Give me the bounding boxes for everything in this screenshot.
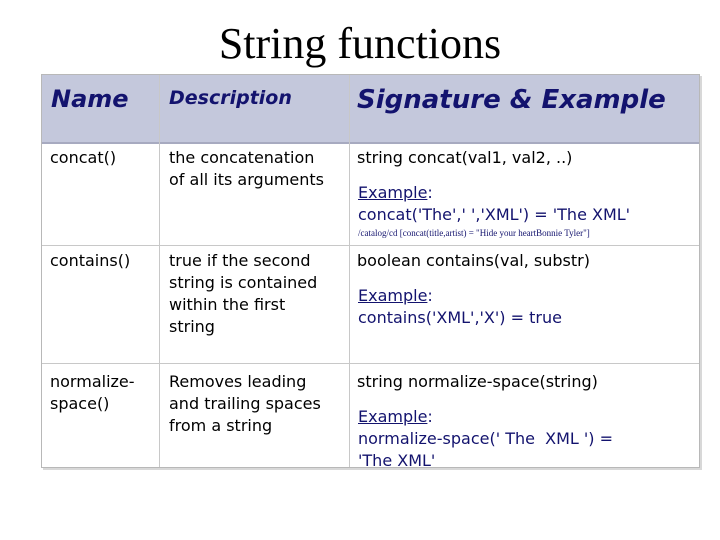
example-code: concat('The',' ','XML') = 'The XML': [358, 205, 631, 224]
row-concat-name: concat(): [50, 148, 117, 167]
example-label: Example: [358, 407, 428, 426]
description-line: the concatenation: [169, 148, 315, 167]
row-normalize-space-name: normalize- space(): [50, 371, 135, 415]
description-line: true if the second: [169, 251, 311, 270]
header-description: Description: [169, 87, 292, 109]
column-divider: [349, 75, 350, 467]
string-functions-table: Name Description Signature & Example con…: [41, 74, 700, 470]
example-code: normalize-space(' The XML ') =: [358, 429, 614, 448]
row-concat-signature: string concat(val1, val2, ..): [357, 148, 573, 167]
column-divider: [159, 75, 160, 467]
row-normalize-space-example: Example: normalize-space(' The XML ') = …: [358, 406, 613, 472]
row-concat-example: Example: concat('The',' ','XML') = 'The …: [358, 182, 630, 226]
row-divider: [42, 245, 699, 246]
row-normalize-space-description: Removes leading and trailing spaces from…: [169, 371, 321, 437]
example-label: Example: [358, 183, 428, 202]
slide-title: String functions: [218, 19, 502, 68]
row-concat-xpath-note: /catalog/cd [concat(title,artist) = "Hid…: [358, 228, 590, 238]
row-normalize-space-signature: string normalize-space(string): [357, 372, 598, 391]
example-colon: :: [427, 183, 433, 202]
row-contains-name: contains(): [50, 251, 131, 270]
description-line: within the first: [169, 295, 286, 314]
header-name: Name: [51, 85, 129, 113]
description-line: Removes leading: [169, 372, 307, 391]
row-contains-example: Example: contains('XML','X') = true: [358, 285, 562, 329]
header-signature: Signature & Example: [357, 85, 666, 115]
description-line: of all its arguments: [169, 170, 325, 189]
row-divider: [42, 363, 699, 364]
row-contains-signature: boolean contains(val, substr): [357, 251, 590, 270]
description-line: string is contained: [169, 273, 318, 292]
row-contains-description: true if the second string is contained w…: [169, 250, 317, 338]
description-line: and trailing spaces: [169, 394, 321, 413]
name-line: normalize-: [50, 372, 135, 391]
example-code: contains('XML','X') = true: [358, 308, 562, 327]
example-code: 'The XML': [358, 451, 436, 470]
description-line: from a string: [169, 416, 273, 435]
description-line: string: [169, 317, 215, 336]
example-label: Example: [358, 286, 428, 305]
row-concat-description: the concatenation of all its arguments: [169, 147, 324, 191]
table-header-row: [42, 75, 699, 144]
name-line: space(): [50, 394, 110, 413]
example-colon: :: [427, 286, 433, 305]
example-colon: :: [427, 407, 433, 426]
